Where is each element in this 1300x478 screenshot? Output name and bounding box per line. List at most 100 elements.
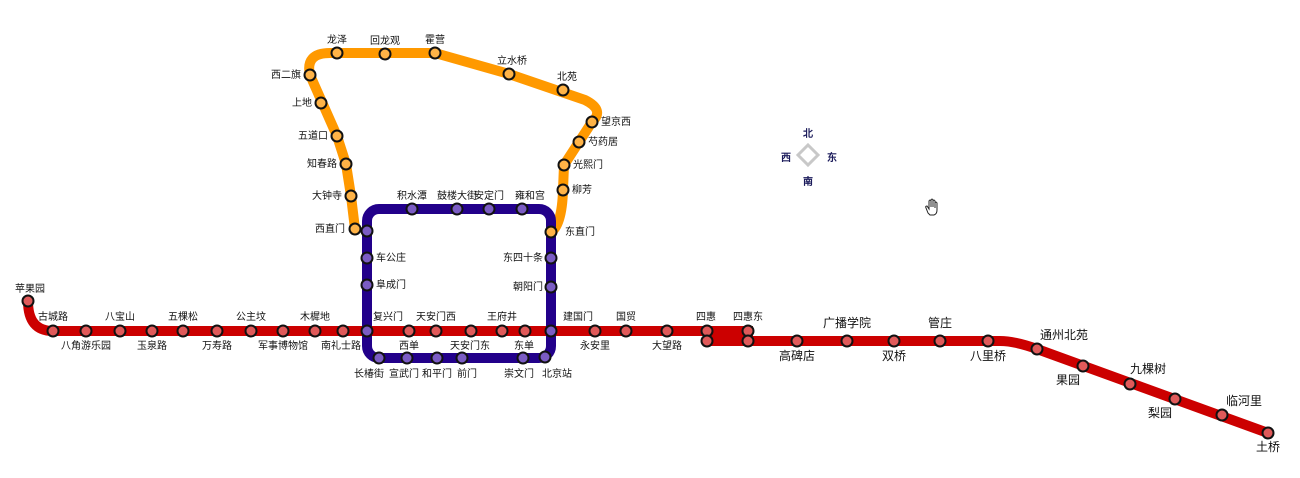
station-梨园[interactable] [1168, 392, 1182, 406]
station-崇文门[interactable] [516, 351, 530, 365]
station-立水桥[interactable] [502, 67, 516, 81]
station-长椿街[interactable] [372, 351, 386, 365]
station-古城路[interactable] [46, 324, 60, 338]
station-label[interactable]: 临河里 [1226, 394, 1262, 408]
station-label[interactable]: 广播学院 [823, 315, 871, 330]
station-label[interactable]: 双桥 [882, 349, 906, 363]
station-永安里[interactable] [588, 324, 602, 338]
station-北苑[interactable] [556, 83, 570, 97]
station-霍营[interactable] [428, 46, 442, 60]
station-label[interactable]: 通州北苑 [1040, 328, 1088, 342]
station-label[interactable]: 五道口 [298, 129, 328, 142]
station-朝阳门[interactable] [544, 280, 558, 294]
station-label[interactable]: 光熙门 [573, 158, 603, 171]
station-五道口[interactable] [330, 129, 344, 143]
station-南礼士路[interactable] [336, 324, 350, 338]
station-大望路[interactable] [660, 324, 674, 338]
station-label[interactable]: 玉泉路 [137, 339, 167, 352]
station-大钟寺[interactable] [344, 189, 358, 203]
station-高碑店[interactable] [790, 334, 804, 348]
station-和平门[interactable] [430, 351, 444, 365]
station-label[interactable]: 古城路 [38, 310, 68, 323]
station-label[interactable]: 东直门 [565, 225, 595, 238]
station-九棵树[interactable] [1123, 377, 1137, 391]
station-八里桥[interactable] [981, 334, 995, 348]
station-label[interactable]: 崇文门 [504, 367, 534, 380]
station-label[interactable]: 雍和宫 [515, 189, 545, 202]
station-label[interactable]: 立水桥 [497, 54, 527, 67]
station-复兴门[interactable] [360, 324, 374, 338]
station-天安门西[interactable] [429, 324, 443, 338]
station-玉泉路[interactable] [145, 324, 159, 338]
station-label[interactable]: 建国门 [563, 310, 593, 323]
station-北京站[interactable] [538, 350, 552, 364]
station-积水潭[interactable] [405, 202, 419, 216]
station-回龙观[interactable] [378, 47, 392, 61]
station-label[interactable]: 管庄 [928, 315, 952, 330]
station-四惠东-batong[interactable] [741, 334, 755, 348]
station-label[interactable]: 土桥 [1256, 440, 1280, 454]
station-军事博物馆[interactable] [276, 324, 290, 338]
station-阜成门[interactable] [360, 278, 374, 292]
station-label[interactable]: 西直门 [315, 222, 345, 235]
station-label[interactable]: 八角游乐园 [61, 339, 111, 352]
station-望京西[interactable] [585, 115, 599, 129]
station-雍和宫[interactable] [515, 202, 529, 216]
station-label[interactable]: 知春路 [307, 157, 337, 170]
station-label[interactable]: 八宝山 [105, 310, 135, 323]
station-知春路[interactable] [339, 157, 353, 171]
station-label[interactable]: 芍药居 [588, 135, 618, 148]
station-国贸[interactable] [619, 324, 633, 338]
station-label[interactable]: 车公庄 [376, 251, 406, 264]
station-通州北苑[interactable] [1030, 342, 1044, 356]
station-西直门-line2[interactable] [360, 224, 374, 238]
station-光熙门[interactable] [557, 158, 571, 172]
station-宣武门[interactable] [400, 351, 414, 365]
station-label[interactable]: 安定门 [474, 189, 504, 202]
station-label[interactable]: 南礼士路 [321, 339, 361, 352]
station-车公庄[interactable] [360, 251, 374, 265]
station-龙泽[interactable] [330, 46, 344, 60]
station-西直门[interactable] [348, 222, 362, 236]
station-label[interactable]: 王府井 [487, 310, 517, 323]
station-label[interactable]: 积水潭 [397, 190, 427, 202]
station-苹果园[interactable] [21, 294, 35, 308]
station-label[interactable]: 高碑店 [779, 348, 815, 363]
station-label[interactable]: 万寿路 [202, 339, 232, 352]
station-label[interactable]: 望京西 [601, 115, 631, 128]
station-木樨地[interactable] [308, 324, 322, 338]
station-label[interactable]: 西单 [399, 340, 419, 352]
station-八角游乐园[interactable] [79, 324, 93, 338]
station-东直门[interactable] [544, 225, 558, 239]
station-label[interactable]: 苹果园 [15, 282, 45, 295]
station-label[interactable]: 和平门 [422, 367, 452, 380]
station-芍药居[interactable] [572, 135, 586, 149]
station-label[interactable]: 大钟寺 [312, 189, 342, 202]
station-果园[interactable] [1076, 359, 1090, 373]
station-管庄[interactable] [933, 334, 947, 348]
station-label[interactable]: 东单 [514, 339, 534, 352]
station-label[interactable]: 永安里 [580, 339, 610, 352]
station-万寿路[interactable] [210, 324, 224, 338]
station-王府井[interactable] [495, 324, 509, 338]
station-label[interactable]: 复兴门 [373, 310, 403, 323]
station-label[interactable]: 国贸 [616, 311, 636, 323]
station-label[interactable]: 长椿街 [354, 367, 384, 380]
station-label[interactable]: 西二旗 [271, 68, 301, 81]
station-label[interactable]: 四惠 [696, 310, 716, 323]
station-label[interactable]: 北苑 [557, 70, 577, 83]
station-临河里[interactable] [1215, 408, 1229, 422]
station-label[interactable]: 柳芳 [572, 183, 592, 196]
station-label[interactable]: 果园 [1056, 373, 1080, 387]
station-label[interactable]: 九棵树 [1130, 361, 1166, 376]
station-label[interactable]: 前门 [457, 367, 477, 380]
station-五棵松[interactable] [176, 324, 190, 338]
station-label[interactable]: 阜成门 [376, 278, 406, 291]
station-广播学院[interactable] [840, 334, 854, 348]
station-四惠-batong[interactable] [700, 334, 714, 348]
station-label[interactable]: 北京站 [542, 367, 572, 380]
station-柳芳[interactable] [556, 183, 570, 197]
station-label[interactable]: 上地 [292, 96, 312, 109]
station-公主坟[interactable] [244, 324, 258, 338]
